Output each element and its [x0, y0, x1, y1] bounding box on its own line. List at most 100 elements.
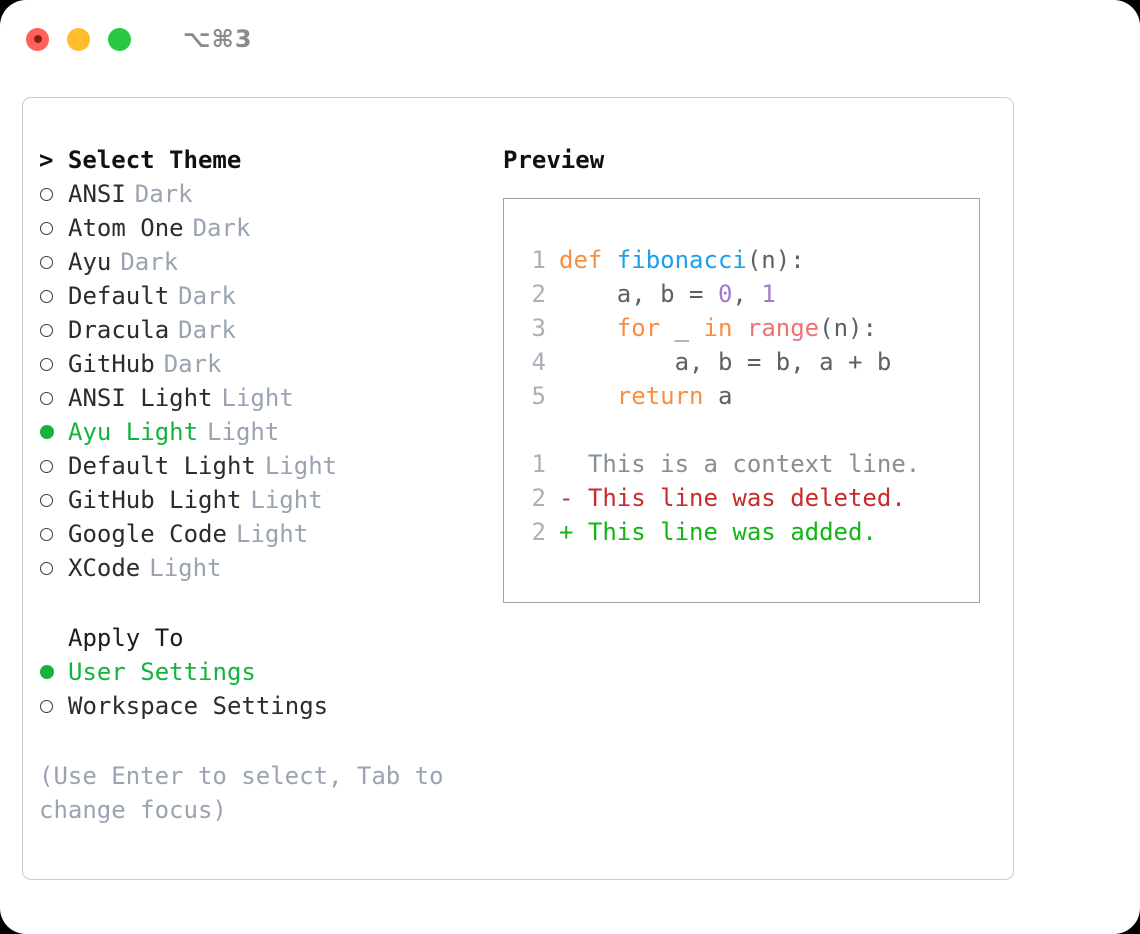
option-variant-tag: Dark	[134, 180, 193, 208]
code-text: for _ in range(n):	[559, 311, 877, 345]
token-keyword: def	[559, 246, 617, 274]
token-number: 1	[761, 280, 776, 308]
diff-preview: 1 This is a context line.2- This line wa…	[520, 447, 979, 549]
radio-selected-icon	[39, 415, 68, 449]
line-number: 1	[531, 450, 546, 478]
option-label: Default	[68, 282, 170, 310]
radio-unselected-icon	[39, 313, 68, 347]
token-plain: ,	[732, 280, 762, 308]
token-keyword: in	[703, 314, 733, 342]
code-line: 3 for _ in range(n):	[520, 311, 979, 345]
preview-title: Preview	[503, 146, 605, 174]
option-label: Ayu Light	[68, 418, 199, 446]
option-variant-tag: Light	[264, 452, 338, 480]
apply-to-item[interactable]: User Settings	[39, 655, 488, 689]
line-number: 5	[531, 382, 546, 410]
radio-unselected-icon	[39, 381, 68, 415]
theme-list-item[interactable]: XCode Light	[39, 551, 488, 585]
radio-unselected-icon	[39, 177, 68, 211]
apply-to-item[interactable]: Workspace Settings	[39, 689, 488, 723]
page-title: > Select Theme	[39, 146, 242, 174]
diff-line: 1 This is a context line.	[520, 447, 979, 481]
keyboard-hint: (Use Enter to select, Tab to change focu…	[39, 762, 444, 824]
token-plain: (n):	[819, 314, 877, 342]
keyboard-shortcut-label: ⌥⌘3	[183, 25, 253, 53]
maximize-icon[interactable]	[108, 27, 131, 51]
code-line: 4 a, b = b, a + b	[520, 345, 979, 379]
option-label: Atom One	[68, 214, 184, 242]
option-variant-tag: Dark	[178, 282, 236, 310]
theme-list-item[interactable]: Default Dark	[39, 279, 488, 313]
token-plain	[732, 314, 746, 342]
option-variant-tag: Light	[221, 384, 294, 412]
radio-unselected-icon	[39, 211, 68, 245]
traffic-lights	[26, 27, 131, 51]
code-text: def fibonacci(n):	[559, 243, 805, 277]
option-label: XCode	[68, 554, 141, 582]
option-variant-tag: Light	[250, 486, 323, 514]
option-label: Default Light	[68, 452, 256, 480]
diff-text-context: This is a context line.	[559, 450, 921, 478]
option-label: Workspace Settings	[68, 692, 329, 720]
theme-list-item[interactable]: ANSI Dark	[39, 177, 488, 211]
option-label: ANSI	[68, 180, 126, 208]
code-text: a, b = b, a + b	[559, 345, 892, 379]
code-text: return a	[559, 379, 733, 413]
line-number: 3	[531, 314, 546, 342]
code-line: 5 return a	[520, 379, 979, 413]
close-icon[interactable]	[26, 27, 49, 51]
option-variant-tag: Light	[235, 520, 309, 548]
option-label: ANSI Light	[68, 384, 213, 412]
token-plain: a, b = b, a + b	[559, 348, 892, 376]
diff-line: 2- This line was deleted.	[520, 481, 979, 515]
spacer	[39, 585, 488, 621]
token-plain: a	[703, 382, 733, 410]
option-label: Google Code	[68, 520, 227, 548]
line-number: 1	[531, 246, 546, 274]
radio-unselected-icon	[39, 689, 68, 723]
option-variant-tag: Dark	[163, 350, 222, 378]
option-label: GitHub	[68, 350, 155, 378]
radio-unselected-icon	[39, 551, 68, 585]
radio-unselected-icon	[39, 245, 68, 279]
token-number: 0	[717, 280, 733, 308]
token-call: range	[746, 314, 820, 342]
option-variant-tag: Light	[149, 554, 222, 582]
option-label: User Settings	[68, 658, 256, 686]
token-plain: (n):	[746, 246, 805, 274]
radio-unselected-icon	[39, 449, 68, 483]
diff-text-added: + This line was added.	[559, 518, 877, 546]
token-plain: a, b =	[559, 280, 718, 308]
theme-list-item[interactable]: GitHub Dark	[39, 347, 488, 381]
theme-list-item[interactable]: Google Code Light	[39, 517, 488, 551]
theme-list-item[interactable]: ANSI Light Light	[39, 381, 488, 415]
line-number: 2	[531, 518, 546, 546]
line-number: 2	[531, 280, 546, 308]
radio-unselected-icon	[39, 483, 68, 517]
theme-list-item[interactable]: Default Light Light	[39, 449, 488, 483]
token-keyword: return	[616, 382, 704, 410]
diff-text-deleted: - This line was deleted.	[559, 484, 906, 512]
radio-unselected-icon	[39, 517, 68, 551]
token-plain	[559, 314, 617, 342]
code-line: 2 a, b = 0, 1	[520, 277, 979, 311]
option-variant-tag: Dark	[178, 316, 236, 344]
diff-line: 2 + This line was added.	[520, 515, 979, 549]
line-number: 4	[531, 348, 546, 376]
code-line: 1 def fibonacci(n):	[520, 243, 979, 277]
minimize-icon[interactable]	[67, 27, 90, 51]
code-spacer	[520, 413, 979, 447]
radio-selected-icon	[39, 655, 68, 689]
